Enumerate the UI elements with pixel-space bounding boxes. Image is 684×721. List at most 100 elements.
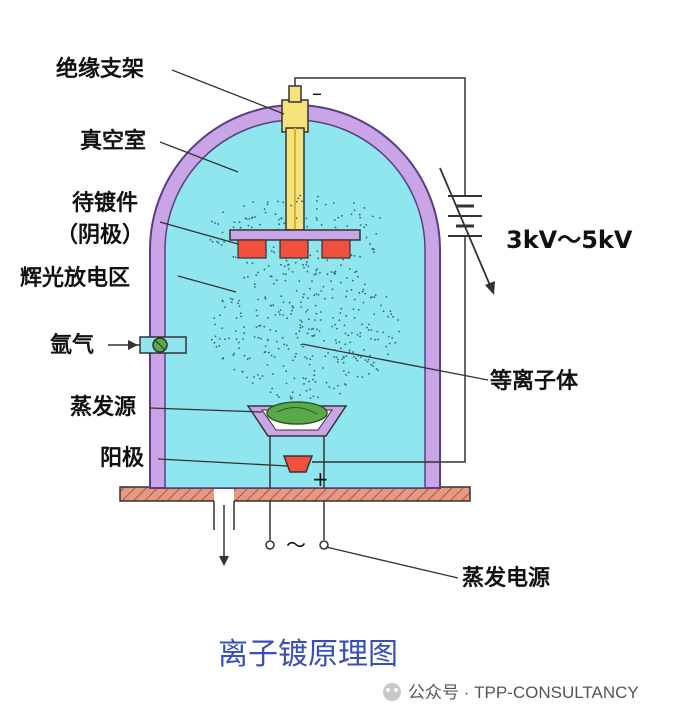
plasma-dot <box>373 248 375 251</box>
plasma-dot <box>220 244 223 246</box>
watermark-text: 公众号 · TPP-CONSULTANCY <box>408 683 639 702</box>
plasma-dot <box>215 346 218 348</box>
plasma-dot <box>346 225 349 227</box>
plasma-dot <box>306 332 309 335</box>
plasma-dot <box>213 341 216 344</box>
plasma-dot <box>338 319 341 322</box>
plasma-dot <box>217 242 220 244</box>
plasma-dot <box>216 240 219 243</box>
plasma-dot <box>353 317 356 319</box>
argon-inlet <box>108 336 187 354</box>
plasma-dot <box>266 201 269 203</box>
plasma-dot <box>379 217 382 219</box>
plasma-dot <box>282 201 285 204</box>
plasma-dot <box>276 394 278 396</box>
plasma-dot <box>273 356 276 358</box>
plasma-dot <box>251 262 254 265</box>
plasma-dot <box>264 297 267 300</box>
plasma-dot <box>340 307 343 310</box>
plasma-dot <box>312 327 315 330</box>
plasma-dot <box>368 323 370 326</box>
plasma-dot <box>362 288 365 291</box>
plasma-dot <box>345 374 347 376</box>
plasma-dot <box>385 296 388 298</box>
plasma-dot <box>307 265 310 268</box>
plasma-dot <box>377 369 379 372</box>
label-anode: 阳极 <box>100 446 145 471</box>
plasma-dot <box>313 369 316 372</box>
plasma-dot <box>363 226 365 229</box>
polarity-plus: + <box>312 467 329 491</box>
plasma-dot <box>309 397 312 399</box>
plasma-dot <box>255 274 258 277</box>
plasma-dot <box>335 342 338 344</box>
plasma-dot <box>273 251 275 254</box>
plasma-dot <box>350 254 353 257</box>
plasma-dot <box>333 271 335 274</box>
plasma-dot <box>348 268 351 270</box>
plasma-dot <box>390 313 393 315</box>
plasma-dot <box>285 370 288 373</box>
plasma-dot <box>397 319 400 321</box>
plasma-dot <box>224 306 226 309</box>
plasma-dot <box>280 295 283 298</box>
plasma-dot <box>361 376 364 378</box>
plasma-dot <box>357 308 360 311</box>
plasma-dot <box>239 312 242 315</box>
plasma-dot <box>366 360 369 363</box>
anode <box>282 455 314 473</box>
plasma-dot <box>382 331 385 334</box>
plasma-dot <box>283 222 286 225</box>
plasma-dot <box>291 271 294 273</box>
plasma-dot <box>311 280 313 282</box>
plasma-dot <box>344 343 347 346</box>
plasma-dot <box>243 354 246 357</box>
plasma-dot <box>254 286 256 288</box>
plasma-dot <box>238 305 241 308</box>
plasma-dot <box>302 345 304 348</box>
plasma-dot <box>364 359 367 361</box>
cathode-workpiece <box>229 229 361 259</box>
plasma-dot <box>348 349 351 352</box>
plasma-dot <box>274 314 277 316</box>
plasma-dot <box>362 301 365 304</box>
vacuum-chamber <box>149 104 441 489</box>
plasma-dot <box>282 314 284 316</box>
plasma-dot <box>331 297 334 299</box>
plasma-dot <box>353 255 356 257</box>
plasma-dot <box>324 203 327 206</box>
plasma-dot <box>275 279 278 282</box>
plasma-dot <box>316 200 318 202</box>
plasma-dot <box>266 316 269 319</box>
plasma-dot <box>246 261 249 264</box>
plasma-dot <box>339 312 342 314</box>
plasma-dot <box>308 287 311 290</box>
label-voltage: 3kV～5kV <box>506 226 633 254</box>
plasma-dot <box>305 357 308 360</box>
plasma-dot <box>359 216 361 219</box>
plasma-dot <box>305 311 307 313</box>
label-vacuum-chamber: 真空室 <box>80 128 146 154</box>
plasma-dot <box>309 254 312 257</box>
plasma-dot <box>223 240 226 243</box>
plasma-dot <box>299 326 302 329</box>
plasma-dot <box>306 309 309 311</box>
plasma-dot <box>374 294 377 297</box>
plasma-dot <box>234 330 237 332</box>
plasma-dot <box>338 341 341 343</box>
watermark: 公众号 · TPP-CONSULTANCY <box>383 683 639 702</box>
plasma-dot <box>259 324 262 327</box>
plasma-dot <box>320 290 323 292</box>
plasma-dot <box>387 353 389 356</box>
plasma-dot <box>246 358 249 361</box>
plasma-dot <box>246 376 249 379</box>
plasma-dot <box>261 375 264 377</box>
plasma-dot <box>263 268 266 271</box>
plasma-dot <box>264 345 267 347</box>
plasma-dot <box>332 202 335 204</box>
label-plasma: 等离子体 <box>490 368 579 394</box>
plasma-dot <box>373 296 376 299</box>
plasma-dot <box>345 314 348 317</box>
plasma-dot <box>277 200 279 203</box>
plasma-dot <box>263 208 266 211</box>
